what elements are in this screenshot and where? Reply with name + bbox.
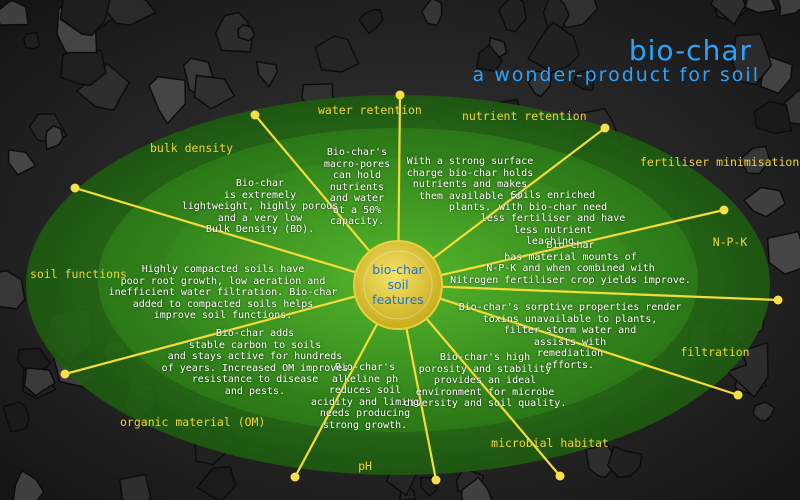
spoke-ph-endpoint: [290, 472, 300, 482]
spoke-bulk-density-endpoint: [250, 110, 260, 120]
feature-description-soil-functions: Highly compacted soils have poor root gr…: [108, 264, 338, 321]
feature-description-bulk-density: Bio-char is extremely lightweight, highl…: [181, 178, 339, 235]
feature-description-npk: Bio-char has material mounts of N-P-K an…: [450, 240, 691, 286]
spoke-filtration-endpoint: [773, 295, 783, 305]
spoke-water-retention-endpoint: [395, 90, 405, 100]
spoke-npk: [397, 283, 739, 397]
spoke-soil-functions: [74, 186, 399, 287]
feature-label-microbial-habitat: microbial habitat: [491, 436, 609, 450]
spoke-fertiliser-minimisation-endpoint: [719, 205, 729, 215]
feature-label-water-retention: water retention: [318, 103, 422, 117]
page-subtitle: a wonder-product for soil: [472, 64, 760, 86]
spoke-microbial-habitat-endpoint: [555, 471, 565, 481]
feature-label-organic-material: organic material (OM): [120, 415, 266, 429]
spoke-npk-endpoint: [733, 390, 743, 400]
spoke-organic-material: [64, 283, 399, 376]
feature-label-nutrient-retention: nutrient retention: [462, 109, 587, 123]
hub-inner-ring: [363, 250, 433, 320]
page-title: bio-char: [628, 34, 752, 67]
feature-label-bulk-density: bulk density: [150, 141, 234, 155]
spoke-nutrient-retention-endpoint: [600, 123, 610, 133]
feature-description-microbial-habitat: Bio-char's high porosity and stability p…: [403, 352, 567, 409]
feature-description-fertiliser-minimisation: Soils enriched with bio-char need less f…: [480, 190, 626, 247]
spoke-filtration: [397, 283, 779, 302]
feature-description-water-retention: Bio-char's macro-pores can hold nutrient…: [323, 147, 391, 227]
feature-description-nutrient-retention: With a strong surface charge bio-char ho…: [406, 156, 534, 213]
feature-description-ph: Bio-char's alkeline ph reduces soil acid…: [310, 362, 420, 431]
spoke-organic-material-endpoint: [60, 369, 70, 379]
feature-description-organic-material: Bio-char adds stable carbon to soils and…: [161, 328, 349, 397]
spoke-fertiliser-minimisation: [397, 208, 725, 287]
hub-circle: [353, 240, 443, 330]
feature-label-npk: N-P-K: [712, 235, 748, 249]
feature-label-filtration: filtration: [680, 345, 750, 359]
feature-label-soil-functions: soil functions: [30, 267, 127, 281]
spoke-soil-functions-endpoint: [70, 183, 80, 193]
spoke-microbial-habitat-2-endpoint: [431, 475, 441, 485]
feature-label-ph: pH: [358, 459, 372, 473]
feature-label-fertiliser-minimisation: fertiliser minimisation: [640, 155, 800, 169]
hub-label: bio-char soil features: [372, 262, 424, 307]
feature-description-filtration: Bio-char's sorptive properties render to…: [458, 302, 682, 371]
